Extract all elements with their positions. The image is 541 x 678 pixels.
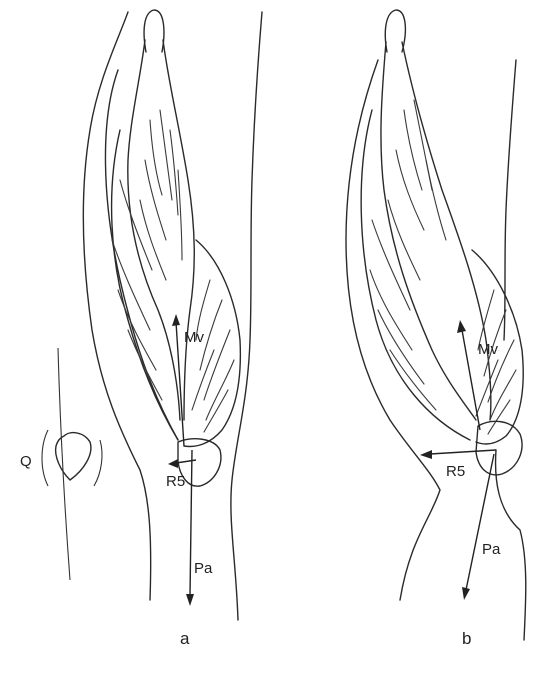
mv-arrow-a xyxy=(172,314,184,446)
muscle-fibres-a xyxy=(112,110,234,432)
muscle-fibres-b xyxy=(370,100,516,434)
leg-contour-inner-b xyxy=(361,110,470,440)
label-r5-b: R5 xyxy=(446,463,465,480)
rectus-femoris-b xyxy=(381,42,491,420)
rectus-femoris-a xyxy=(128,40,194,420)
pa-arrow-a xyxy=(186,450,194,606)
label-pa-a: Pa xyxy=(194,560,213,577)
r5-arrow-b xyxy=(420,450,496,459)
label-pa-b: Pa xyxy=(482,541,501,558)
mv-arrow-b xyxy=(457,320,480,430)
patella-b xyxy=(476,421,522,475)
leg-contour-inner-a xyxy=(105,70,178,440)
tendon-tip-a xyxy=(144,10,164,52)
leg-contour-left-a xyxy=(83,12,150,600)
label-mv-a: Mv xyxy=(184,329,204,346)
panel-a: Mv R5 Pa Q a xyxy=(20,10,262,648)
panel-b: Mv R5 Pa b xyxy=(346,10,526,648)
label-mv-b: Mv xyxy=(478,341,498,358)
label-q: Q xyxy=(20,453,32,470)
label-r5-a: R5 xyxy=(166,473,185,490)
caption-a: a xyxy=(180,629,190,648)
pa-arrow-b xyxy=(462,454,494,600)
caption-b: b xyxy=(462,629,471,648)
q-cross-section xyxy=(42,348,102,580)
leg-contour-left-b xyxy=(346,60,440,600)
